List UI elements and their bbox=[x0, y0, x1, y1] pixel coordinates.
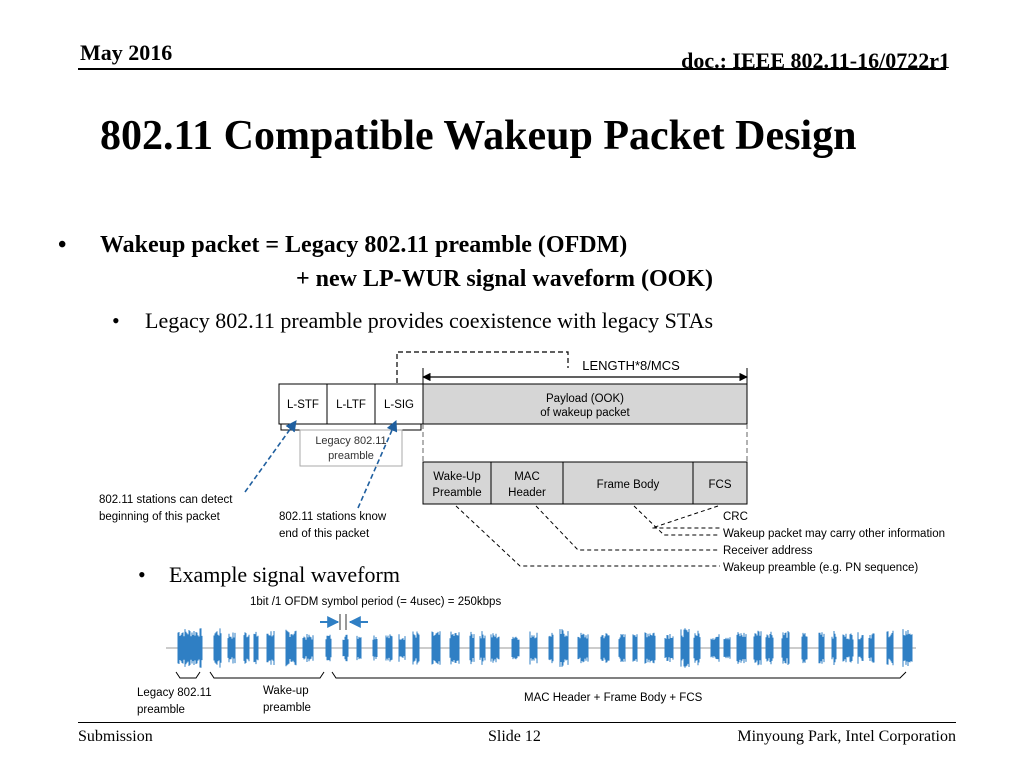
wakeup-preamble-label-2: Preamble bbox=[432, 487, 481, 499]
waveform-legacy-line1: Legacy 802.11 bbox=[137, 687, 212, 699]
header-rule bbox=[78, 68, 946, 70]
subfield-wakeup-preamble bbox=[422, 461, 492, 505]
footer-submission: Submission bbox=[78, 728, 153, 745]
bullet-marker-3: • bbox=[138, 562, 146, 587]
bullet-marker-2: • bbox=[112, 308, 120, 333]
annotation-preamble: Wakeup preamble (e.g. PN sequence) bbox=[723, 562, 919, 574]
frame-body-label: Frame Body bbox=[597, 479, 660, 491]
annotation-receiver: Receiver address bbox=[723, 545, 813, 557]
payload-label-2: of wakeup packet bbox=[540, 407, 630, 419]
field-lsig-label: L-SIG bbox=[384, 399, 414, 411]
field-lstf-label: L-STF bbox=[287, 399, 319, 411]
waveform-symbol-label: 1bit /1 OFDM symbol period (= 4usec) = 2… bbox=[250, 596, 502, 608]
legacy-box-label-1: Legacy 802.11 bbox=[315, 435, 386, 447]
mac-header-label-2: Header bbox=[508, 487, 546, 499]
note-detect-line1: 802.11 stations can detect bbox=[99, 494, 233, 506]
footer-slide-number: Slide 12 bbox=[488, 728, 541, 745]
bracket-legacy bbox=[175, 671, 201, 679]
length-bracket bbox=[396, 351, 569, 383]
field-lsig bbox=[374, 383, 424, 425]
arrow-detect-beginning bbox=[244, 420, 297, 493]
subfield-fcs bbox=[692, 461, 748, 505]
signal-waveform bbox=[166, 614, 916, 679]
fcs-label: FCS bbox=[709, 479, 732, 491]
note-detect-line2: beginning of this packet bbox=[99, 511, 220, 523]
subfield-mac-header bbox=[490, 461, 564, 505]
note-end-line1: 802.11 stations know bbox=[279, 511, 387, 523]
packet-structure-diagram: LENGTH*8/MCS L-STF L-LTF L-SIG Payload (… bbox=[244, 351, 748, 567]
header-date: May 2016 bbox=[80, 40, 173, 65]
bullet-main-line2: + new LP-WUR signal waveform (OOK) bbox=[296, 266, 713, 292]
payload-box bbox=[422, 383, 748, 425]
bullet-marker-1: • bbox=[58, 232, 67, 258]
wakeup-preamble-label-1: Wake-Up bbox=[433, 471, 481, 483]
waveform-legacy-line2: preamble bbox=[137, 704, 185, 716]
bullet-sub-waveform: Example signal waveform bbox=[169, 562, 400, 587]
bracket-wakeup bbox=[209, 671, 325, 679]
field-lltf-label: L-LTF bbox=[336, 399, 366, 411]
bullet-sub-coexistence: Legacy 802.11 preamble provides coexiste… bbox=[145, 308, 714, 333]
annotation-other-info: Wakeup packet may carry other informatio… bbox=[723, 528, 945, 540]
waveform-bursts bbox=[177, 628, 913, 668]
field-lstf bbox=[278, 383, 328, 425]
slide-title: 802.11 Compatible Wakeup Packet Design bbox=[100, 113, 857, 159]
payload-label-1: Payload (OOK) bbox=[546, 393, 624, 405]
note-end-line2: end of this packet bbox=[279, 528, 370, 540]
footer-rule bbox=[78, 722, 956, 723]
field-lltf bbox=[326, 383, 376, 425]
legacy-box-label-2: preamble bbox=[328, 450, 374, 462]
footer-author: Minyoung Park, Intel Corporation bbox=[737, 728, 956, 745]
subfield-frame-body bbox=[562, 461, 694, 505]
bracket-mac bbox=[331, 671, 907, 679]
bullet-main-line1: Wakeup packet = Legacy 802.11 preamble (… bbox=[100, 232, 628, 258]
waveform-wakeup-line1: Wake-up bbox=[263, 685, 309, 697]
waveform-wakeup-line2: preamble bbox=[263, 702, 311, 714]
mac-header-label-1: MAC bbox=[514, 471, 540, 483]
annotation-crc: CRC bbox=[723, 511, 748, 523]
length-label: LENGTH*8/MCS bbox=[582, 358, 680, 373]
waveform-mac-label: MAC Header + Frame Body + FCS bbox=[524, 692, 703, 704]
